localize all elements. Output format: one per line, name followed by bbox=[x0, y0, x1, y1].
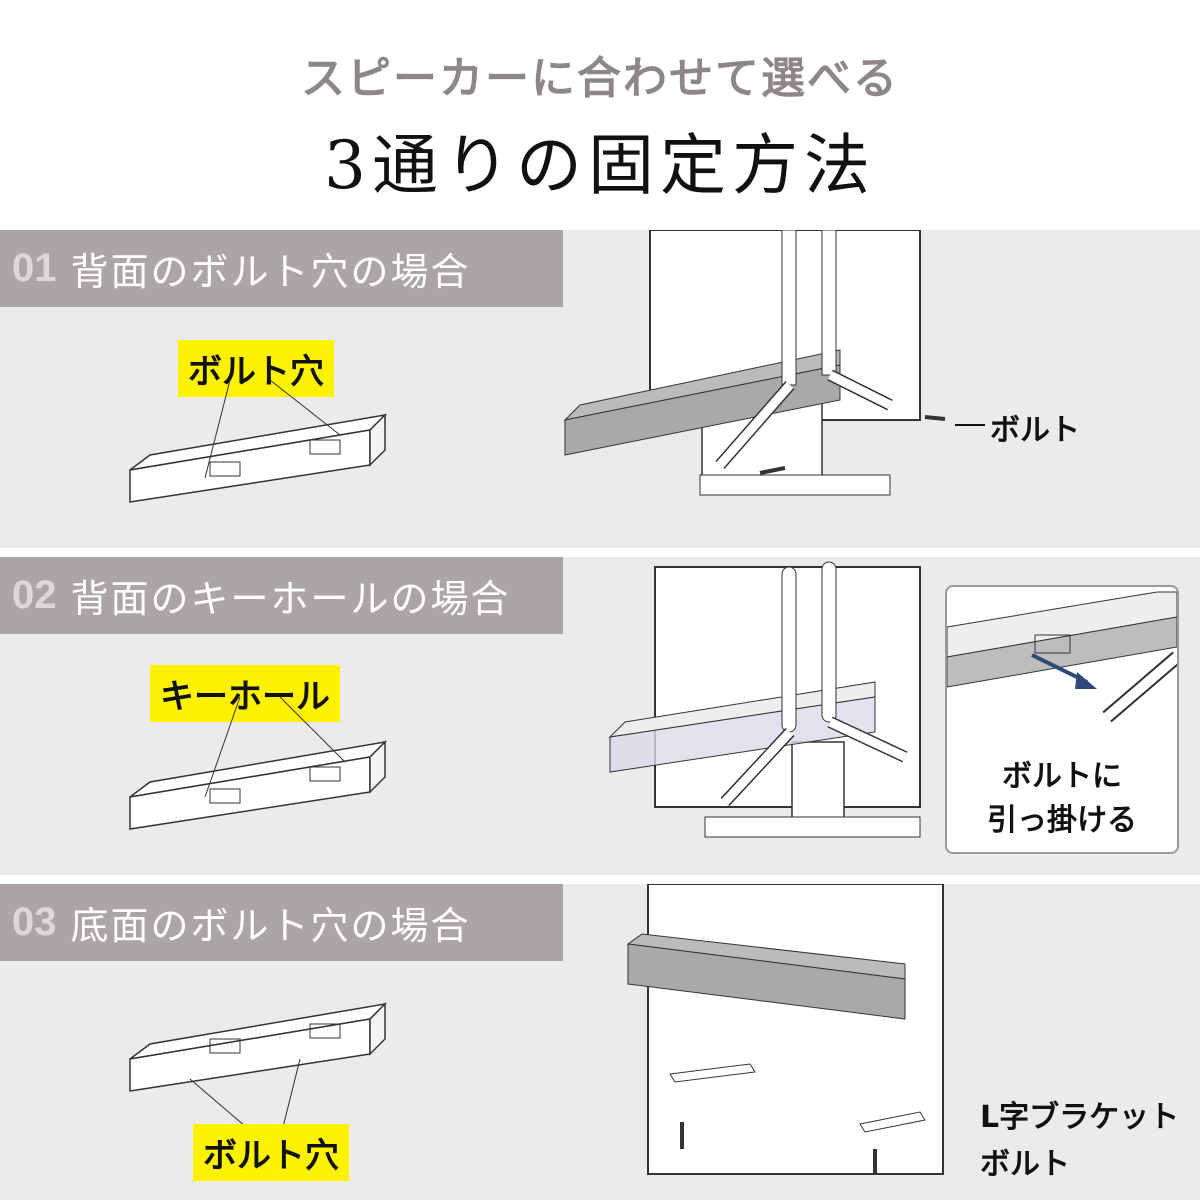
subtitle: スピーカーに合わせて選べる bbox=[301, 53, 899, 104]
keyhole-detail-illustration bbox=[947, 591, 1177, 723]
section-number: 03 bbox=[12, 900, 57, 944]
section-label: 背面のキーホールの場合 bbox=[70, 577, 511, 621]
speaker-illustration bbox=[129, 1002, 388, 1140]
page-title: 3通りの固定方法 bbox=[324, 127, 876, 204]
bolt-hole-tag: ボルト穴 bbox=[178, 340, 334, 397]
section-label: 背面のボルト穴の場合 bbox=[70, 250, 471, 294]
keyhole-tag: キーホール bbox=[150, 665, 340, 722]
bubble-text-line: ボルトに bbox=[1002, 759, 1122, 794]
section-label: 底面のボルト穴の場合 bbox=[70, 904, 471, 948]
section-number: 01 bbox=[12, 246, 57, 290]
keyhole-detail-bubble: ボルトに 引っ掛ける bbox=[945, 585, 1179, 854]
section-rear-bolt: 01 背面のボルト穴の場合 ボルト穴 ボルト bbox=[0, 230, 1200, 548]
bubble-text-line: 引っ掛ける bbox=[987, 803, 1137, 838]
speaker-illustration bbox=[129, 696, 388, 830]
tv-mount-illustration bbox=[626, 884, 944, 1175]
section-header: 02 背面のキーホールの場合 bbox=[0, 557, 563, 634]
tv-mount-illustration bbox=[608, 561, 921, 838]
section-bottom-bolt: 03 底面のボルト穴の場合 ボルト穴 L字ブラケット ボルト bbox=[0, 884, 1200, 1200]
section-header: 03 底面のボルト穴の場合 bbox=[0, 884, 563, 961]
bolt-hole-tag: ボルト穴 bbox=[193, 1124, 349, 1181]
speaker-illustration bbox=[129, 379, 388, 503]
section-header: 01 背面のボルト穴の場合 bbox=[0, 230, 563, 307]
bubble-text: ボルトに 引っ掛ける bbox=[947, 755, 1177, 843]
l-bracket-callout: L字ブラケット bbox=[980, 1100, 1180, 1135]
bolt-callout: ボルト bbox=[980, 1147, 1070, 1182]
section-number: 02 bbox=[12, 573, 57, 617]
tv-mount-illustration bbox=[563, 230, 985, 496]
bolt-callout: ボルト bbox=[990, 413, 1080, 448]
